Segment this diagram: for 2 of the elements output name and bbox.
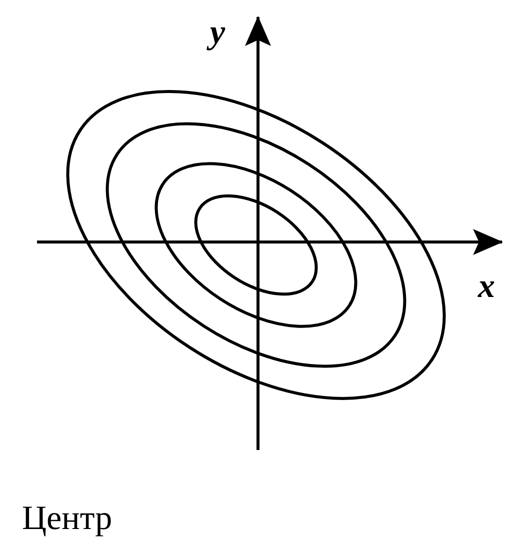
- caption: Центр: [22, 500, 112, 538]
- axis-label: x: [478, 270, 495, 304]
